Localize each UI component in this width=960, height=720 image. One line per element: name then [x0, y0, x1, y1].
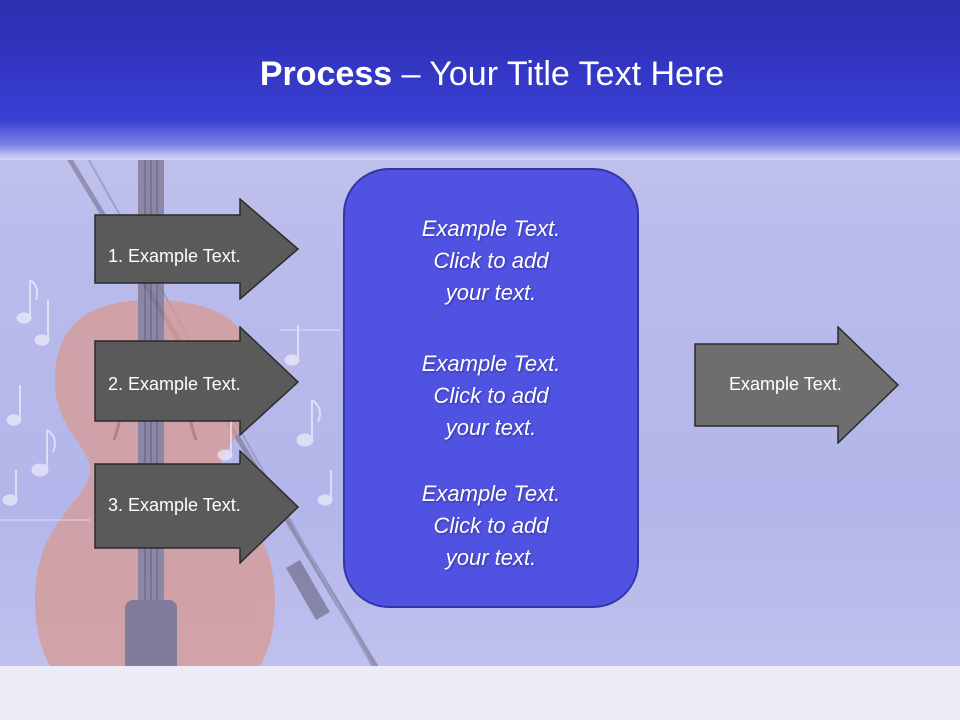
arrow-shape-2[interactable] [94, 326, 300, 436]
result-label: Example Text. [729, 374, 842, 394]
center-text-block-3[interactable]: Example Text. Click to add your text. [343, 478, 639, 574]
step-label-1: 1. Example Text. [108, 246, 241, 266]
center-text-line: your text. [445, 415, 537, 440]
floor-strip [0, 666, 960, 720]
page-title: Process – Your Title Text Here [0, 52, 960, 96]
center-box[interactable] [343, 168, 639, 608]
center-text-block-2[interactable]: Example Text. Click to add your text. [343, 348, 639, 444]
center-text-line: Example Text. [421, 351, 561, 376]
center-text-line: Click to add [433, 383, 549, 408]
arrow-shape-3[interactable] [94, 450, 300, 564]
arrow-shape-1[interactable] [94, 198, 300, 300]
title-bold: Process [259, 55, 393, 93]
music-notes-decoration [0, 279, 340, 521]
center-text-line: your text. [445, 545, 537, 570]
center-text-block-1[interactable]: Example Text. Click to add your text. [343, 213, 639, 309]
center-text-line: Example Text. [421, 216, 561, 241]
center-text-line: Example Text. [421, 481, 561, 506]
step-label-2: 2. Example Text. [108, 374, 241, 394]
center-text-line: Click to add [433, 248, 549, 273]
title-bar: Process – Your Title Text Here [0, 0, 960, 160]
center-text-line: Click to add [433, 513, 549, 538]
center-text-line: your text. [445, 280, 537, 305]
step-label-3: 3. Example Text. [108, 495, 241, 515]
title-rest: – Your Title Text Here [392, 55, 725, 93]
arrow-shape-result[interactable] [694, 326, 900, 444]
